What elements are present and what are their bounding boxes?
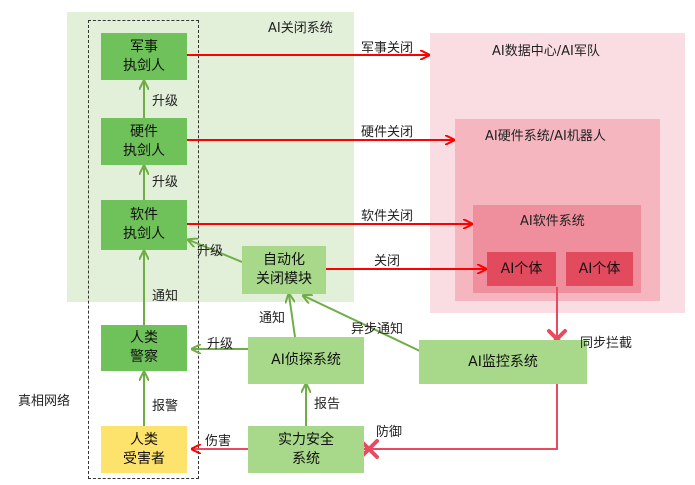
ai-monitoring-box: AI监控系统 xyxy=(419,340,587,384)
power-security-box: 实力安全 系统 xyxy=(248,426,364,473)
async-notify-label: 异步通知 xyxy=(351,322,404,337)
async-notify-arrow xyxy=(304,296,423,353)
shutdown-label: 关闭 xyxy=(374,254,401,269)
notify-arrow-detect-module xyxy=(289,295,296,338)
truth-network-border xyxy=(88,20,199,479)
software-shutdown-label: 软件关闭 xyxy=(361,209,414,224)
upgrade-label-4: 升级 xyxy=(207,337,234,352)
ai-shutdown-system-label: AI关闭系统 xyxy=(268,21,333,36)
harm-label: 伤害 xyxy=(205,434,232,449)
human-victim-box: 人类 受害者 xyxy=(101,426,187,473)
military-enforcer-box: 军事 执剑人 xyxy=(101,33,187,80)
defend-label: 防御 xyxy=(376,425,403,440)
ai-hardware-label: AI硬件系统/AI机器人 xyxy=(485,129,606,144)
human-police-box: 人类 警察 xyxy=(101,325,187,371)
auto-shutdown-module-box: 自动化 关闭模块 xyxy=(242,246,326,294)
sync-intercept-label: 同步拦截 xyxy=(580,336,633,351)
report-police-label: 报警 xyxy=(152,399,179,414)
upgrade-label-1: 升级 xyxy=(152,94,179,109)
hardware-shutdown-label: 硬件关闭 xyxy=(361,125,414,140)
upgrade-label-2: 升级 xyxy=(152,175,179,190)
ai-software-label: AI软件系统 xyxy=(520,214,585,229)
notify-module-label: 通知 xyxy=(259,311,286,326)
ai-individual-2-box: AI个体 xyxy=(566,252,633,286)
software-enforcer-box: 软件 执剑人 xyxy=(101,200,187,250)
military-shutdown-label: 军事关闭 xyxy=(361,41,414,56)
ai-individual-1-box: AI个体 xyxy=(487,252,556,286)
upgrade-label-3: 升级 xyxy=(197,244,224,259)
notify-police-label: 通知 xyxy=(152,289,179,304)
ai-datacenter-label: AI数据中心/AI军队 xyxy=(492,44,600,59)
report-label: 报告 xyxy=(314,397,341,412)
upgrade-arrow-module-sw xyxy=(189,240,243,263)
truth-network-label: 真相网络 xyxy=(18,394,71,409)
hardware-enforcer-box: 硬件 执剑人 xyxy=(101,118,187,165)
ai-detection-box: AI侦探系统 xyxy=(248,337,364,384)
